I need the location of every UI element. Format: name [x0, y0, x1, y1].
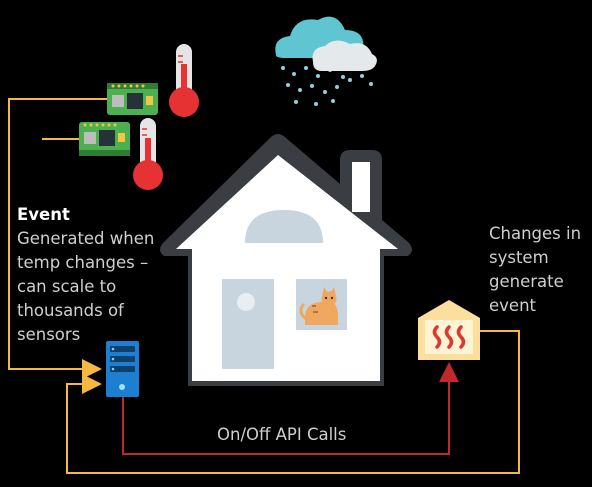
- event-annotation: Event Generated when temp changes – can …: [17, 203, 177, 347]
- heater-to-server-connector: [66, 330, 520, 474]
- server-icon: [106, 341, 139, 397]
- heater-icon: [418, 300, 480, 360]
- changes-annotation: Changes in system generate event: [489, 224, 582, 315]
- api-call-connector: [122, 362, 459, 455]
- sensor-board-icon: [107, 83, 158, 115]
- cat-icon: [299, 287, 338, 325]
- event-description: Generated when temp changes – can scale …: [17, 229, 155, 344]
- thermometer-icon: [133, 118, 163, 190]
- thermometer-icon: [169, 44, 199, 117]
- sensor-board-icon: [79, 122, 130, 156]
- storm-cloud-icon: [275, 16, 377, 106]
- api-calls-label: On/Off API Calls: [217, 425, 347, 444]
- house-icon: [160, 134, 412, 386]
- event-title: Event: [17, 205, 70, 224]
- sensor-to-server-connector: [8, 98, 107, 379]
